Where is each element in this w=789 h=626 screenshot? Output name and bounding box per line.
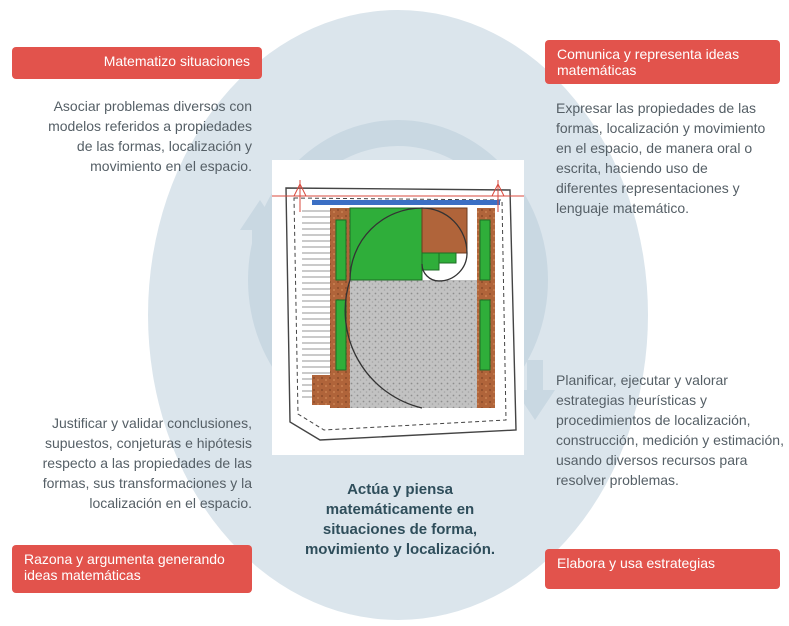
paragraph-matematizo: Asociar problemas diversos con modelos r… (48, 98, 252, 174)
garden-plan-figure (272, 160, 524, 455)
paragraph-elabora: Planificar, ejecutar y valorar estrategi… (556, 372, 784, 488)
garden-plan-illustration (272, 180, 524, 441)
tag-elabora-label: Elabora y usa estrategias (557, 555, 715, 571)
tag-matematizo-label: Matematizo situaciones (103, 53, 250, 69)
cycle-arrow-left (240, 200, 280, 260)
central-statement: Actúa y piensa matemáticamente en situac… (304, 481, 496, 558)
cycle-arrow-right (515, 360, 555, 420)
tag-razona: Razona y argumenta generando ideas matem… (12, 545, 252, 593)
paragraph-comunica: Expresar las propiedades de las formas, … (556, 100, 766, 216)
tag-comunica-label: Comunica y representa ideas matemáticas (557, 46, 740, 78)
tag-matematizo: Matematizo situaciones (12, 47, 262, 79)
paragraph-razona: Justificar y validar conclusiones, supue… (42, 415, 252, 511)
tag-comunica: Comunica y representa ideas matemáticas (545, 40, 780, 84)
tag-razona-label: Razona y argumenta generando ideas matem… (24, 551, 225, 583)
tag-elabora: Elabora y usa estrategias (545, 549, 780, 589)
